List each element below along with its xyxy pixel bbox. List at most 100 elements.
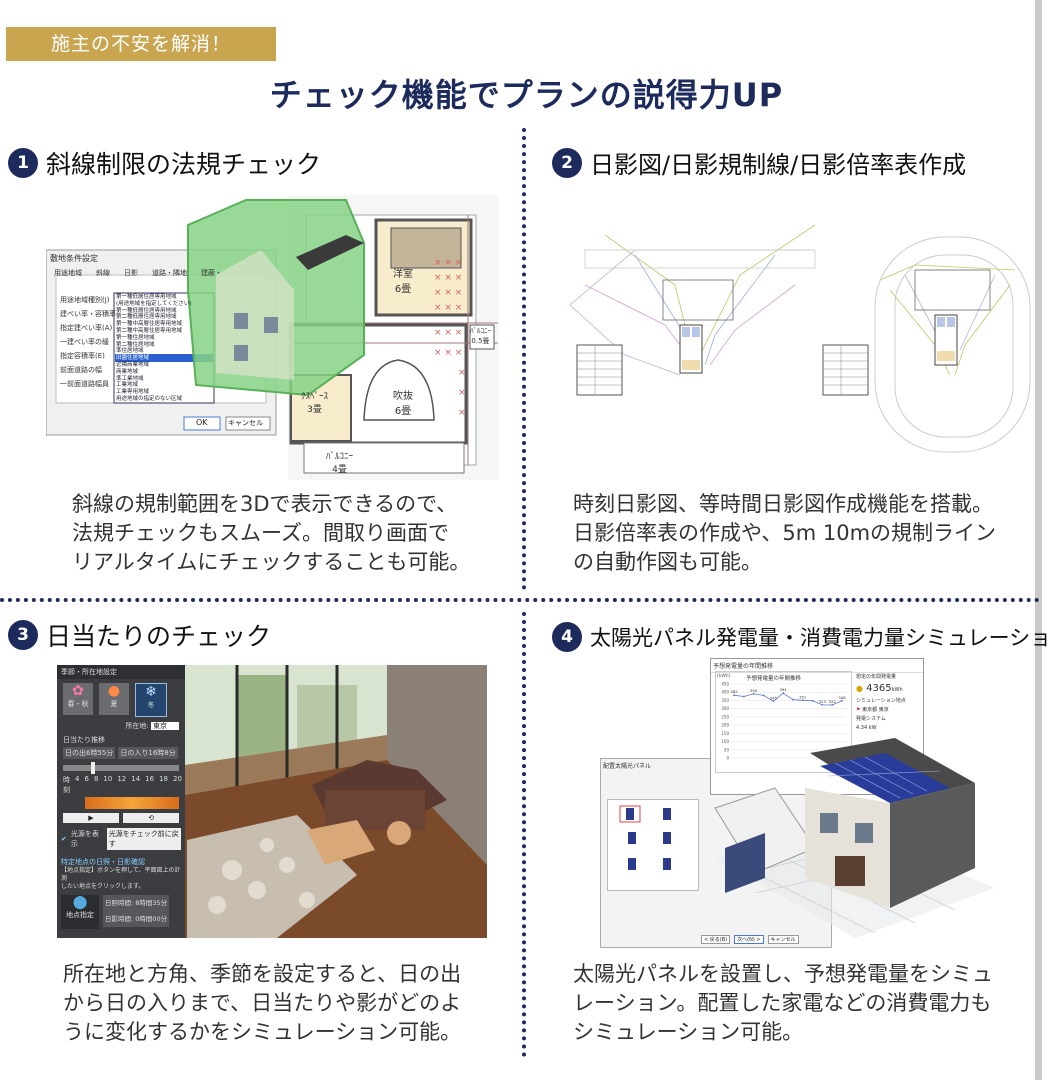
dropdown-option[interactable]: 第二種住居地域: [116, 341, 155, 348]
pin-icon: ⬤: [72, 895, 88, 910]
section-4-description: 太陽光パネルを設置し、予想発電量をシミュ レーション。配置した家電などの消費電力…: [573, 960, 993, 1047]
annual-summary: 想定の年間発電量 ● 4365kWh シミュレーション地点 ⚑ 東京都 東京 発…: [856, 674, 906, 731]
summer-button[interactable]: ● 夏: [99, 683, 129, 715]
section-2-header: 2 日影図/日影規制線/日影倍率表作成: [552, 145, 966, 180]
description-line: 時刻日影図、等時間日影図作成機能を搭載。: [573, 492, 993, 516]
y-tick-label: 0: [726, 756, 729, 761]
svg-text:× × ×: × × ×: [434, 288, 462, 298]
section-number: 4: [552, 622, 582, 652]
sunlight-hours: 日照時間: 8時間35分 日影時間: 0時間00分: [103, 895, 170, 929]
dropdown-option[interactable]: 第一種低層住居専用地域: [116, 294, 177, 300]
dialog-tab[interactable]: 斜線: [96, 269, 110, 277]
description-line: から日の入りまで、日当たりや影がどのよ: [63, 991, 462, 1015]
dropdown-option[interactable]: 第一種住居地域: [116, 334, 155, 341]
sunrise-sunset-row: 日の出6時55分 日の入り16時8分: [57, 745, 185, 761]
layout-window-title: 配置太陽光パネル: [603, 763, 652, 770]
description-line: シミュレーション可能。: [573, 1020, 804, 1044]
time-slider[interactable]: [63, 762, 179, 774]
panel-layout-window: 配置太陽光パネル < 戻る(B) 次へ(N) > キャンセル: [600, 758, 832, 948]
y-tick-label: 50: [724, 747, 730, 752]
generation-point: [733, 694, 735, 697]
panel-title: 季節・所在地設定: [57, 665, 185, 679]
section-title: 日当たりのチェック: [46, 622, 272, 651]
dropdown-option[interactable]: 近隣商業地域: [116, 361, 150, 368]
dropdown-option[interactable]: 第二種中高層住居専用地域: [116, 327, 183, 334]
dropdown-option[interactable]: 商業地域: [116, 368, 139, 375]
reset-light-button[interactable]: 光源をチェック前に戻す: [106, 828, 181, 850]
vertical-divider-bottom: [522, 612, 526, 1057]
dropdown-option[interactable]: 第二種低層住居専用地域: [116, 314, 177, 321]
svg-text:× × ×: × × ×: [434, 258, 462, 268]
time-ticks: 時刻 4 6 8 10 12 14 16 18 20: [63, 775, 182, 794]
cancel-button[interactable]: キャンセル: [228, 419, 263, 427]
sun-icon: ●: [107, 683, 121, 699]
dialog-tab[interactable]: 建蔽・: [201, 269, 222, 277]
description-line: 斜線の規制範囲を3Dで表示できるので、: [72, 492, 458, 516]
y-tick-label: 250: [721, 714, 729, 719]
y-tick-label: 350: [721, 698, 729, 703]
cancel-button[interactable]: キャンセル: [767, 935, 799, 944]
next-button[interactable]: 次へ(N) >: [734, 935, 764, 944]
dialog-tab[interactable]: 日影: [124, 269, 138, 277]
section-2-description: 時刻日影図、等時間日影図作成機能を搭載。 日影倍率表の作成や、5m 10mの規制…: [573, 490, 996, 577]
y-tick-label: 100: [721, 739, 729, 744]
winter-button[interactable]: ❄ 冬: [135, 683, 167, 717]
data-label: 390: [750, 688, 758, 693]
vertical-divider-top: [522, 128, 526, 590]
dropdown-option[interactable]: 工業地域: [116, 382, 139, 389]
checkbox-icon[interactable]: ✔: [61, 835, 67, 843]
season-buttons: ✿ 春・秋 ● 夏 ❄ 冬: [57, 679, 185, 721]
show-light-label: 光源を表示: [70, 830, 99, 848]
point-select-button[interactable]: ⬤ 地点指定: [61, 895, 99, 929]
y-tick-label: 450: [721, 682, 729, 687]
section-1-description: 斜線の規制範囲を3Dで表示できるので、 法規チェックもスムーズ。間取り画面で リ…: [72, 490, 470, 577]
dialog-tab[interactable]: 用途地域: [54, 269, 82, 277]
description-line: 所在地と方角、季節を設定すると、日の出: [63, 962, 462, 986]
dialog-label: 建ぺい率・容積率: [60, 310, 116, 318]
dropdown-option[interactable]: 準工業地域: [116, 375, 144, 382]
spring-autumn-button[interactable]: ✿ 春・秋: [63, 683, 93, 715]
point-check-row: ⬤ 地点指定 日照時間: 8時間35分 日影時間: 0時間00分: [57, 891, 185, 933]
use-district-dropdown[interactable]: 第一種低層住居専用地域 (用途地域を指定してください) 第一種低層住居専用地域 …: [116, 294, 191, 403]
panel-layout-grid[interactable]: [607, 799, 699, 891]
generation-point: [792, 698, 794, 701]
snowflake-icon: ❄: [145, 684, 157, 700]
play-icon[interactable]: ▶: [63, 813, 119, 823]
dropdown-option[interactable]: 用途地域の指定のない区域: [116, 395, 183, 402]
dialog-label: 指定容積率(E): [60, 352, 105, 360]
horizontal-divider: [0, 598, 1040, 602]
svg-text:× × ×: × × ×: [434, 303, 462, 313]
slider-handle[interactable]: [91, 762, 95, 774]
dialog-label: 一建ぺい率の緩: [60, 338, 109, 346]
y-tick-label: 400: [721, 690, 729, 695]
annual-generation: 4365: [866, 683, 892, 694]
shadow-diagram-image: [565, 215, 1035, 455]
description-line: レーション。配置した家電などの消費電力も: [573, 991, 992, 1015]
dropdown-option[interactable]: 田園住居地域: [116, 355, 150, 362]
solar-house-render: [714, 738, 995, 938]
dropdown-option[interactable]: (用途地域を指定してください): [116, 300, 192, 307]
dropdown-option[interactable]: 第一種中高層住居専用地域: [116, 321, 183, 328]
svg-text:×: ×: [458, 368, 466, 378]
location-select[interactable]: 東京: [151, 722, 179, 730]
generation-point: [752, 692, 755, 695]
ok-button[interactable]: OK: [196, 418, 208, 427]
back-button[interactable]: < 戻る(B): [701, 935, 731, 944]
section-number: 3: [8, 620, 38, 650]
dropdown-option[interactable]: 第一種低層住居専用地域: [116, 307, 177, 314]
svg-text:× × ×: × × ×: [434, 328, 462, 338]
dialog-tab[interactable]: 道路・隣地: [152, 269, 187, 277]
light-source-row: ✔ 光源を表示 光源をチェック前に戻す: [57, 825, 185, 853]
room-render: [185, 665, 487, 938]
location-row: 所在地: 東京: [57, 721, 185, 731]
header-tag: 施主の不安を解消！: [6, 27, 276, 61]
dropdown-option[interactable]: 工業専用地域: [116, 389, 150, 396]
dropdown-option[interactable]: 準住居地域: [116, 348, 144, 355]
y-tick-label: 150: [721, 731, 729, 736]
loop-icon[interactable]: ⟲: [123, 813, 179, 823]
section-3-header: 3 日当たりのチェック: [8, 617, 271, 653]
flag-icon: ⚑: [856, 707, 861, 713]
